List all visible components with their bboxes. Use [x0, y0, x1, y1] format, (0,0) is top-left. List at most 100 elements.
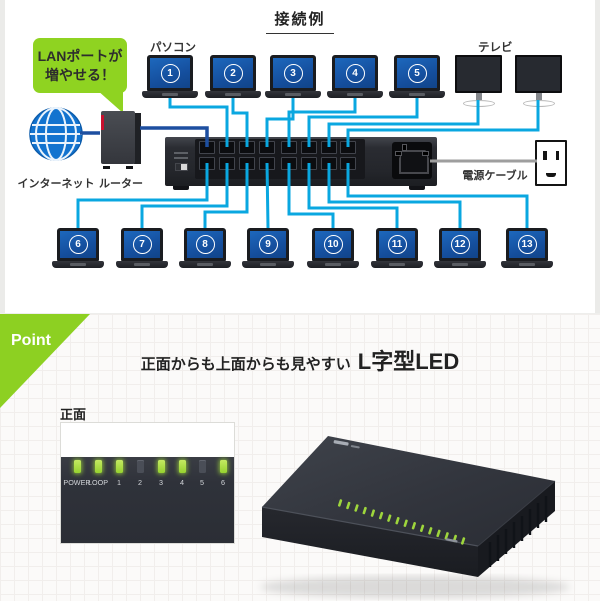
lan-port: [339, 141, 356, 154]
heading-small: 正面からも上面からも見やすい: [140, 356, 351, 373]
laptop-screen: 6: [57, 228, 99, 261]
laptop-icon: 6: [52, 228, 104, 268]
laptop-icon: 1: [142, 55, 198, 98]
laptop-screen: 9: [247, 228, 289, 261]
laptop-base: [434, 261, 486, 268]
internet-globe-icon: [29, 107, 83, 161]
laptop-icon: 5: [389, 55, 445, 98]
lan-port: [258, 141, 275, 154]
led-label: 3: [158, 478, 163, 487]
laptop-screen: 7: [121, 228, 163, 261]
laptop-base: [179, 261, 231, 268]
lan-port: [218, 157, 235, 170]
product-led: [419, 524, 425, 533]
laptop-number: 6: [68, 235, 88, 254]
product-led: [460, 537, 466, 545]
led-label: 5: [199, 478, 204, 487]
laptop-base: [327, 91, 383, 98]
lan-port: [339, 157, 356, 170]
led-label: POWER: [63, 478, 91, 487]
router-icon: [101, 111, 141, 169]
laptop-number: 11: [387, 235, 407, 254]
heading-large: L字型LED: [357, 349, 460, 374]
diagram-title-text: 接続例: [266, 8, 334, 34]
wall-outlet-icon: [535, 140, 567, 186]
front-view-label: 正面: [60, 407, 87, 422]
product-led: [444, 532, 449, 540]
product-front-face: [262, 507, 478, 577]
led-label: 1: [116, 478, 121, 487]
laptop-number: 9: [258, 235, 278, 254]
product-led: [428, 527, 433, 535]
led-label: 2: [137, 478, 142, 487]
lan-port: [280, 141, 297, 154]
laptop-screen: 5: [394, 55, 440, 91]
laptop-number: 2: [223, 63, 243, 83]
laptop-screen: 11: [376, 228, 418, 261]
led-label: 6: [220, 478, 225, 487]
laptop-number: 3: [283, 63, 303, 83]
lan-port: [320, 157, 337, 170]
lan-port: [198, 157, 215, 170]
laptop-screen: 12: [439, 228, 481, 261]
lan-port: [258, 157, 275, 170]
laptop-screen: 4: [332, 55, 378, 91]
laptop-base: [116, 261, 168, 268]
vent-slats: [488, 496, 548, 567]
product-led: [354, 504, 359, 512]
led-label: 4: [179, 478, 184, 487]
laptop-icon: 11: [371, 228, 423, 268]
laptop-screen: 13: [506, 228, 548, 261]
product-led: [378, 511, 384, 520]
loop-switch-text: [174, 157, 188, 159]
product-led: [346, 501, 351, 510]
laptop-icon: 3: [265, 55, 321, 98]
lan-port: [300, 157, 317, 170]
tv-label: テレビ: [478, 42, 513, 54]
brand-logo: [333, 440, 349, 446]
laptop-icon: 12: [434, 228, 486, 268]
laptop-base: [142, 91, 198, 98]
power-cable-label: 電源ケーブル: [462, 170, 528, 182]
lan-port: [300, 141, 317, 154]
led-label: LOOP: [87, 478, 108, 487]
pc-label: パソコン: [150, 42, 196, 54]
laptop-base: [389, 91, 445, 98]
laptop-base: [52, 261, 104, 268]
product-led: [395, 516, 400, 525]
led-indicator-power: [73, 460, 81, 473]
product-led: [387, 514, 392, 522]
led-indicator-6: [219, 460, 227, 473]
page-edge-right: [595, 0, 600, 313]
diagram-title: 接続例: [0, 8, 600, 34]
product-led: [337, 499, 343, 507]
laptop-number: 8: [195, 235, 215, 254]
product-led: [411, 522, 417, 530]
laptop-icon: 2: [205, 55, 261, 98]
laptop-number: 4: [345, 63, 365, 83]
laptop-icon: 9: [242, 228, 294, 268]
internet-label: インターネット: [17, 178, 95, 190]
lan-port-callout-bubble: LANポートが 増やせる！: [33, 38, 127, 93]
led-indicator-1: [115, 460, 123, 473]
laptop-icon: 8: [179, 228, 231, 268]
led-indicator-5: [198, 460, 206, 473]
laptop-screen: 1: [147, 55, 193, 91]
laptop-base: [371, 261, 423, 268]
laptop-screen: 2: [210, 55, 256, 91]
tv-screen: [455, 55, 502, 93]
bubble-line-1: LANポートが: [37, 47, 123, 64]
tv-icon: [515, 55, 562, 107]
laptop-screen: 10: [312, 228, 354, 261]
product-led: [403, 519, 408, 527]
led-indicator-4: [178, 460, 186, 473]
laptop-icon: 10: [307, 228, 359, 268]
product-shadow: [260, 576, 570, 598]
laptop-base: [307, 261, 359, 268]
power-inlet: [392, 142, 432, 179]
laptop-icon: 4: [327, 55, 383, 98]
led-indicator-3: [157, 460, 165, 473]
router-label: ルーター: [99, 178, 143, 190]
